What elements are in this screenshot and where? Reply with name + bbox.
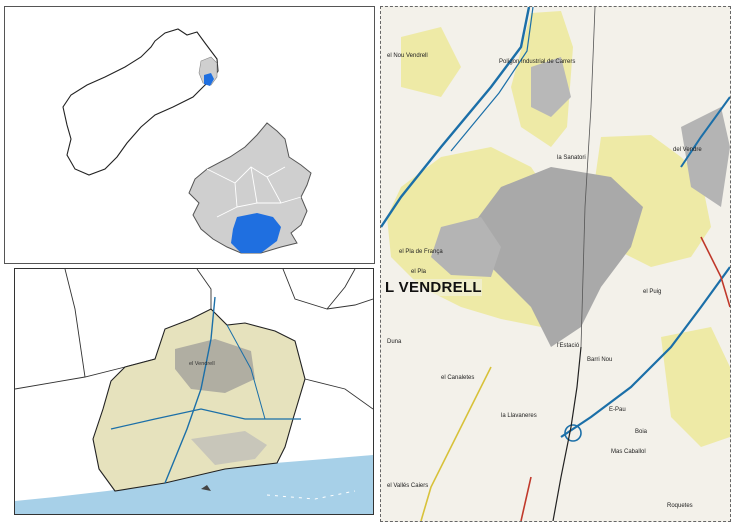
locator-inset-panel [4, 6, 375, 264]
place-label: E-Pau [609, 407, 626, 413]
municipal-map-panel: el Vendrell [14, 268, 374, 515]
highlight-municipality-small [204, 73, 214, 86]
place-label: el Puig [643, 289, 661, 295]
place-label: Roquetes [667, 503, 693, 509]
town-map-panel: el Nou Vendrell Polígon Industrial de Ca… [380, 6, 731, 522]
place-label: Boia [635, 429, 648, 435]
place-label: la Sanatori [557, 155, 586, 161]
place-label: Mas Caballol [611, 449, 646, 455]
place-label: Polígon Industrial de Carrers [499, 59, 575, 65]
place-label: Duna [387, 339, 402, 345]
municipal-map-label: el Vendrell [189, 361, 215, 367]
place-label: el Nou Vendrell [387, 53, 428, 59]
place-label: del Vendre [673, 147, 702, 153]
place-label: Barri Nou [587, 357, 612, 363]
province-outline-icon [62, 28, 219, 176]
place-label: el Pla de França [399, 249, 443, 255]
highlight-municipality [231, 213, 281, 253]
place-label: el Vallés Caiers [387, 483, 428, 489]
place-label: el Pla [411, 269, 427, 275]
municipality-area [92, 308, 306, 492]
town-name-label: L VENDRELL [385, 279, 482, 296]
place-label: el Canaletes [441, 375, 474, 381]
place-label: la Llavaneres [501, 413, 537, 419]
place-label: l'Estació [557, 343, 580, 349]
comarca-outline-icon [188, 122, 312, 254]
